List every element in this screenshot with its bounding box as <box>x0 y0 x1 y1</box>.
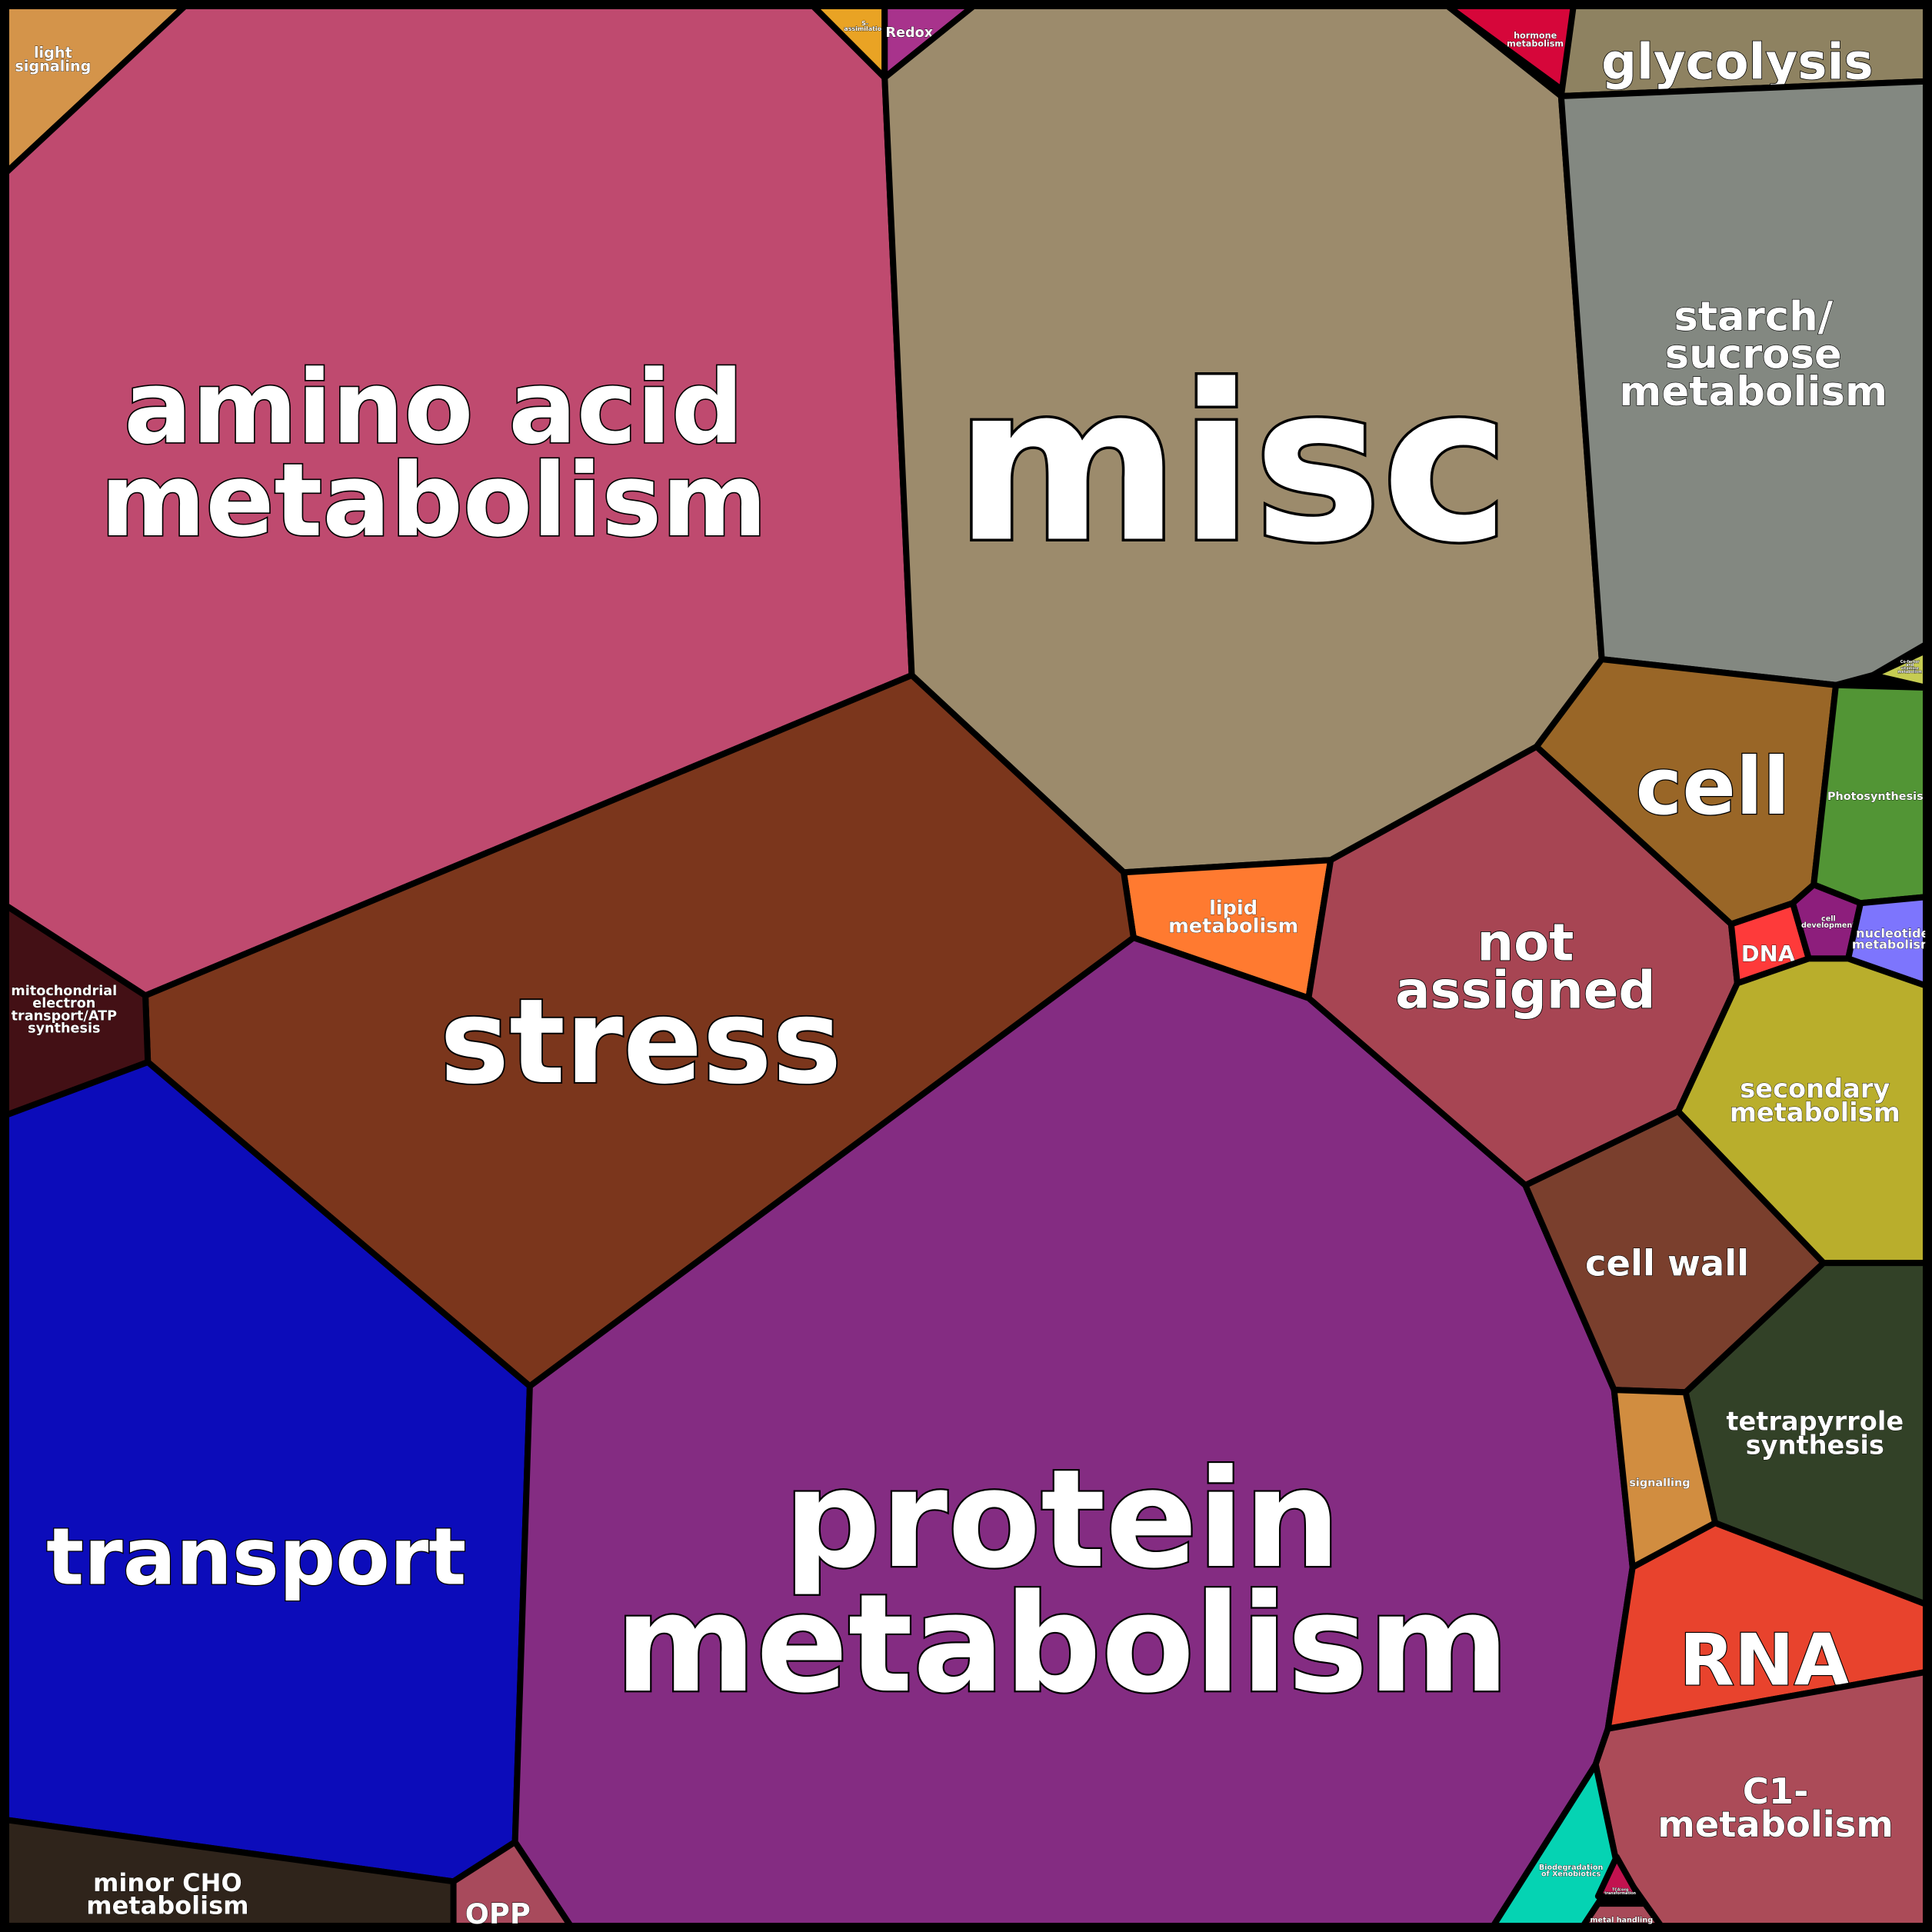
label-line: secondary <box>1740 1074 1890 1104</box>
label-line: C1- <box>1743 1770 1809 1812</box>
label-line: metabolism <box>1168 915 1298 938</box>
label-line: sucrose <box>1665 331 1842 378</box>
label-line: OPP <box>465 1897 531 1930</box>
label-line: glycolysis <box>1601 35 1874 92</box>
label-cell: cell <box>1636 741 1790 833</box>
label-line: metabolism <box>1730 1098 1900 1128</box>
label-metal-handling: metal handling <box>1590 1916 1653 1924</box>
label-redox: Redox <box>886 25 934 41</box>
label-transport: transport <box>46 1511 466 1603</box>
label-cell-wall: cell wall <box>1585 1242 1749 1284</box>
label-s-assimilation: S-assimilation <box>844 20 886 32</box>
label-line: synthesis <box>1746 1430 1884 1460</box>
label-line: metabolism <box>101 441 768 559</box>
cell-tca-org-transformation[interactable] <box>1594 1854 1642 1900</box>
label-line: cell <box>1636 741 1790 833</box>
label-line: amino acid <box>124 348 744 466</box>
label-line: protein <box>784 1440 1341 1598</box>
label-line: metabolism <box>1619 368 1887 415</box>
label-line: nucleotide <box>1856 926 1929 941</box>
label-line: metabolism <box>1852 938 1932 952</box>
label-line: light <box>34 44 72 62</box>
label-line: cell wall <box>1585 1242 1749 1284</box>
label-line: transformation <box>1604 1891 1636 1896</box>
label-line: mitochondrial <box>11 984 117 999</box>
label-opp: OPP <box>465 1897 531 1930</box>
label-line: development <box>1801 921 1856 930</box>
label-line: starch/ <box>1674 294 1833 341</box>
label-dna: DNA <box>1741 941 1796 967</box>
label-line: S- <box>861 20 868 27</box>
label-line: lipid <box>1209 897 1257 920</box>
label-line: assigned <box>1395 961 1655 1021</box>
label-line: stress <box>440 974 842 1110</box>
label-line: vitamine <box>1900 667 1919 671</box>
label-line: signaling <box>15 57 91 75</box>
label-line: and <box>1906 663 1914 668</box>
label-photosynthesis: Photosynthesis <box>1827 791 1924 803</box>
label-line: Photosynthesis <box>1827 791 1924 803</box>
label-line: DNA <box>1741 941 1796 967</box>
label-line: signalling <box>1629 1477 1690 1489</box>
label-line: transport <box>46 1511 466 1603</box>
label-line: tetrapyrrole <box>1726 1406 1904 1436</box>
label-line: misc <box>954 339 1509 590</box>
label-line: transport/ATP <box>12 1008 118 1024</box>
label-line: not <box>1477 913 1574 973</box>
label-line: electron <box>32 996 95 1011</box>
label-line: metabolism <box>1657 1804 1893 1845</box>
label-line: metabolism <box>1507 38 1564 48</box>
label-line: synthesis <box>28 1021 100 1037</box>
label-line: hormone <box>1514 31 1557 41</box>
label-line: metal handling <box>1590 1916 1653 1924</box>
label-stress: stress <box>440 974 842 1110</box>
label-line: Redox <box>886 25 934 41</box>
label-line: cell <box>1821 914 1836 923</box>
label-glycolysis: glycolysis <box>1601 35 1874 92</box>
label-line: TCA/org <box>1612 1888 1629 1893</box>
label-line: assimilation <box>844 25 886 32</box>
label-line: minor CHO <box>93 1868 242 1897</box>
label-line: Biodegradation <box>1539 1864 1604 1872</box>
label-c1-metabolism: C1-metabolism <box>1657 1770 1893 1845</box>
label-signalling: signalling <box>1629 1477 1690 1489</box>
label-line: metabolism <box>615 1564 1510 1723</box>
label-line: metabolism <box>1897 670 1922 675</box>
label-line: of Xenobiotics <box>1541 1870 1601 1879</box>
label-line: metabolism <box>86 1890 248 1920</box>
label-line: Co-factor <box>1900 660 1920 665</box>
label-misc: misc <box>954 339 1509 590</box>
